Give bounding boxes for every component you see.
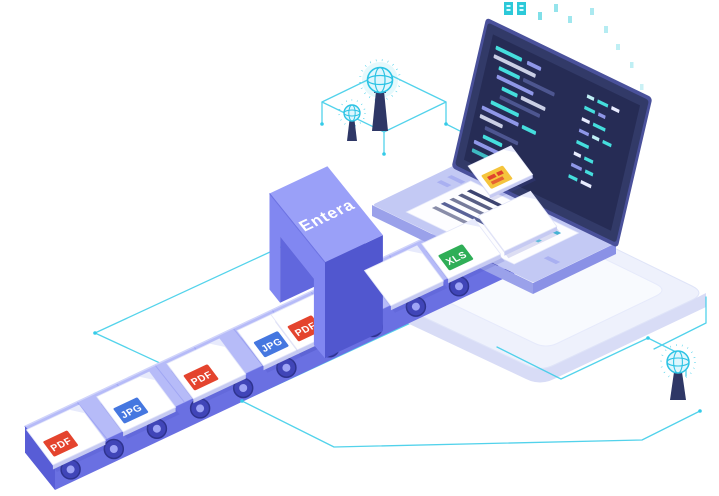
belt-roller xyxy=(103,438,125,460)
document-jpg-1: JPG xyxy=(96,371,181,440)
laptop-deck-edge-right xyxy=(533,243,616,294)
entera-gate: Entera xyxy=(269,166,383,359)
input-documents: PDF JPG PDF JPG xyxy=(26,289,355,473)
document-jpg-2: JPG xyxy=(236,305,321,374)
network-line xyxy=(653,296,707,350)
file-badge: PDF xyxy=(287,315,323,342)
antenna-icon xyxy=(359,59,401,131)
platform-side xyxy=(388,293,706,383)
file-type-badge xyxy=(438,244,474,271)
antenna-icon xyxy=(338,99,366,141)
gate-front-face xyxy=(269,193,325,359)
network-dots xyxy=(93,122,702,413)
file-badge: PDF xyxy=(183,364,219,391)
file-type-badge xyxy=(43,430,78,457)
document-xls: XLS xyxy=(421,218,506,287)
network-line xyxy=(241,400,701,448)
file-badge: JPG xyxy=(253,331,289,358)
antenna-icon xyxy=(660,344,696,400)
file-type-badge xyxy=(253,331,289,358)
gate-side-face xyxy=(325,235,383,359)
file-badge-highlight xyxy=(481,165,513,189)
file-badge: JPG xyxy=(113,397,149,424)
document-pdf-2: PDF xyxy=(166,338,251,407)
gate-top-face xyxy=(269,166,383,263)
document-pdf-3: PDF xyxy=(270,289,355,358)
document-highlight xyxy=(467,145,537,202)
output-documents: XLS xyxy=(364,145,562,314)
file-badge: XLS xyxy=(438,244,474,271)
network-line xyxy=(321,101,493,155)
document-pdf-1: PDF xyxy=(26,404,110,473)
highlight-badge xyxy=(481,165,513,189)
belt-end-cap xyxy=(25,426,55,490)
file-type-badge xyxy=(183,364,219,391)
file-type-badge xyxy=(287,315,323,342)
file-badge: PDF xyxy=(43,430,78,457)
gate-top-edge xyxy=(269,193,326,263)
file-type-badge xyxy=(113,397,149,424)
